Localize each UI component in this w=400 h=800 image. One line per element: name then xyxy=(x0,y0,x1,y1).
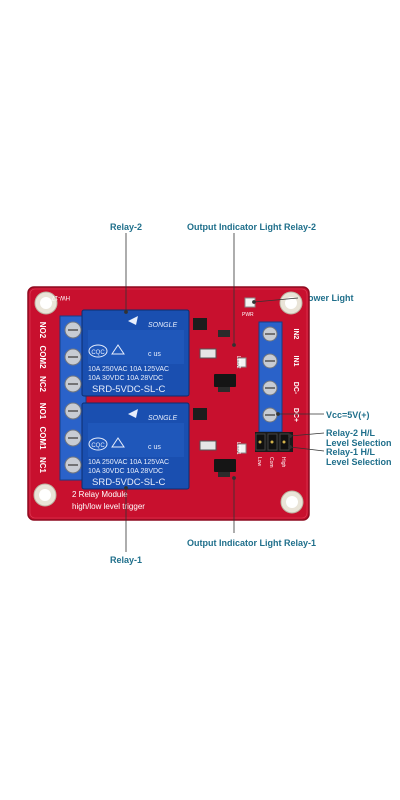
mounting-hole-tr xyxy=(279,291,303,315)
optocoupler-1 xyxy=(214,459,236,472)
jumper-header xyxy=(255,432,293,452)
relay-1-warning-icon xyxy=(111,437,125,448)
terminal-label-com2: COM2 xyxy=(38,345,47,369)
transistor-2 xyxy=(193,318,207,330)
relay-1-rating-2: 10A 30VDC 10A 28VDC xyxy=(88,468,163,475)
led1 xyxy=(237,443,247,454)
relay-2-model: SRD-5VDC-SL-C xyxy=(92,384,166,395)
leader-lines xyxy=(124,233,325,552)
terminal-label-nc2: NC2 xyxy=(38,376,47,393)
board-title-line2: high/low level trigger xyxy=(72,502,145,511)
relay-1-brand: SONGLE xyxy=(148,415,178,422)
relay-2-logo-icon xyxy=(128,316,138,325)
resistor-3 xyxy=(218,470,230,477)
relay-1-ul-text: c us xyxy=(148,444,161,451)
terminal-label-nc1: NC1 xyxy=(38,457,47,474)
relay-2-warning-icon xyxy=(111,344,125,355)
terminal-label-dc-minus: DC- xyxy=(292,382,299,395)
led2-label: LED2 xyxy=(235,356,241,369)
relay-1-label: Relay-1 xyxy=(110,555,143,565)
relay-1-model: SRD-5VDC-SL-C xyxy=(92,477,166,488)
relay-2-hl-sub-label: Level Selection xyxy=(326,438,392,448)
terminal-label-in2: IN2 xyxy=(292,329,299,340)
diode-1 xyxy=(199,440,217,451)
pcb-board xyxy=(27,286,310,521)
power-light-label: Power Light xyxy=(302,293,354,303)
output-light-relay-2-label: Output Indicator Light Relay-2 xyxy=(187,222,317,232)
relay-2-cqc-mark: CQC xyxy=(88,344,108,358)
component-area: LED2 LED1 PWR xyxy=(193,297,256,477)
terminal-label-no1: NO1 xyxy=(38,403,47,420)
led1-label: LED1 xyxy=(235,442,241,455)
relay-2-hl-label: Relay-2 H/L xyxy=(326,428,376,438)
resistor-2 xyxy=(218,385,230,392)
relay-2-label: Relay-2 xyxy=(110,222,143,232)
jumper-label-high: High xyxy=(280,457,286,468)
relay-1-cqc-text: CQC xyxy=(91,443,105,449)
left-terminal-block xyxy=(59,315,87,481)
terminal-label-no2: NO2 xyxy=(38,322,47,339)
relay-2-rating-2: 10A 30VDC 10A 28VDC xyxy=(88,375,163,382)
mounting-hole-bl xyxy=(33,483,57,507)
pwr-label: PWR xyxy=(242,312,254,318)
relay-1-hl-label: Relay-1 H/L xyxy=(326,447,376,457)
resistor-1 xyxy=(218,330,230,337)
led2 xyxy=(237,357,247,368)
relay-1-cqc-mark: CQC xyxy=(88,437,108,451)
relay-1-rating-1: 10A 250VAC 10A 125VAC xyxy=(88,459,169,466)
board-title-line1: 2 Relay Module xyxy=(72,490,128,499)
output-light-relay-1-label: Output Indicator Light Relay-1 xyxy=(187,538,317,548)
terminal-label-com1: COM1 xyxy=(38,426,47,450)
relay-2-ul-text: c us xyxy=(148,351,161,358)
diode-2 xyxy=(199,348,217,359)
relay-2: SONGLE CQC c us 10A 250VAC 10A 125VAC 10… xyxy=(81,309,190,397)
relay-1: SONGLE CQC c us 10A 250VAC 10A 125VAC 10… xyxy=(81,402,190,490)
optocoupler-2 xyxy=(214,374,236,387)
terminal-label-in1: IN1 xyxy=(292,356,299,367)
right-terminal-block xyxy=(258,321,283,433)
relay-2-rating-1: 10A 250VAC 10A 125VAC xyxy=(88,366,169,373)
relay-2-brand: SONGLE xyxy=(148,322,178,329)
relay-1-hl-sub-label: Level Selection xyxy=(326,457,392,467)
jumper-label-com: Com xyxy=(268,457,274,468)
terminal-label-dc-plus: DC+ xyxy=(292,408,299,422)
transistor-1 xyxy=(193,408,207,420)
mounting-hole-tl xyxy=(34,291,58,315)
relay-2-cqc-text: CQC xyxy=(91,350,105,356)
board-model-text: HW-17 xyxy=(51,294,70,300)
power-led xyxy=(244,297,256,308)
vcc-label: Vcc=5V(+) xyxy=(326,410,370,420)
relay-1-logo-icon xyxy=(128,409,138,418)
mounting-hole-br xyxy=(280,490,304,514)
jumper-label-low: Low xyxy=(256,457,262,467)
